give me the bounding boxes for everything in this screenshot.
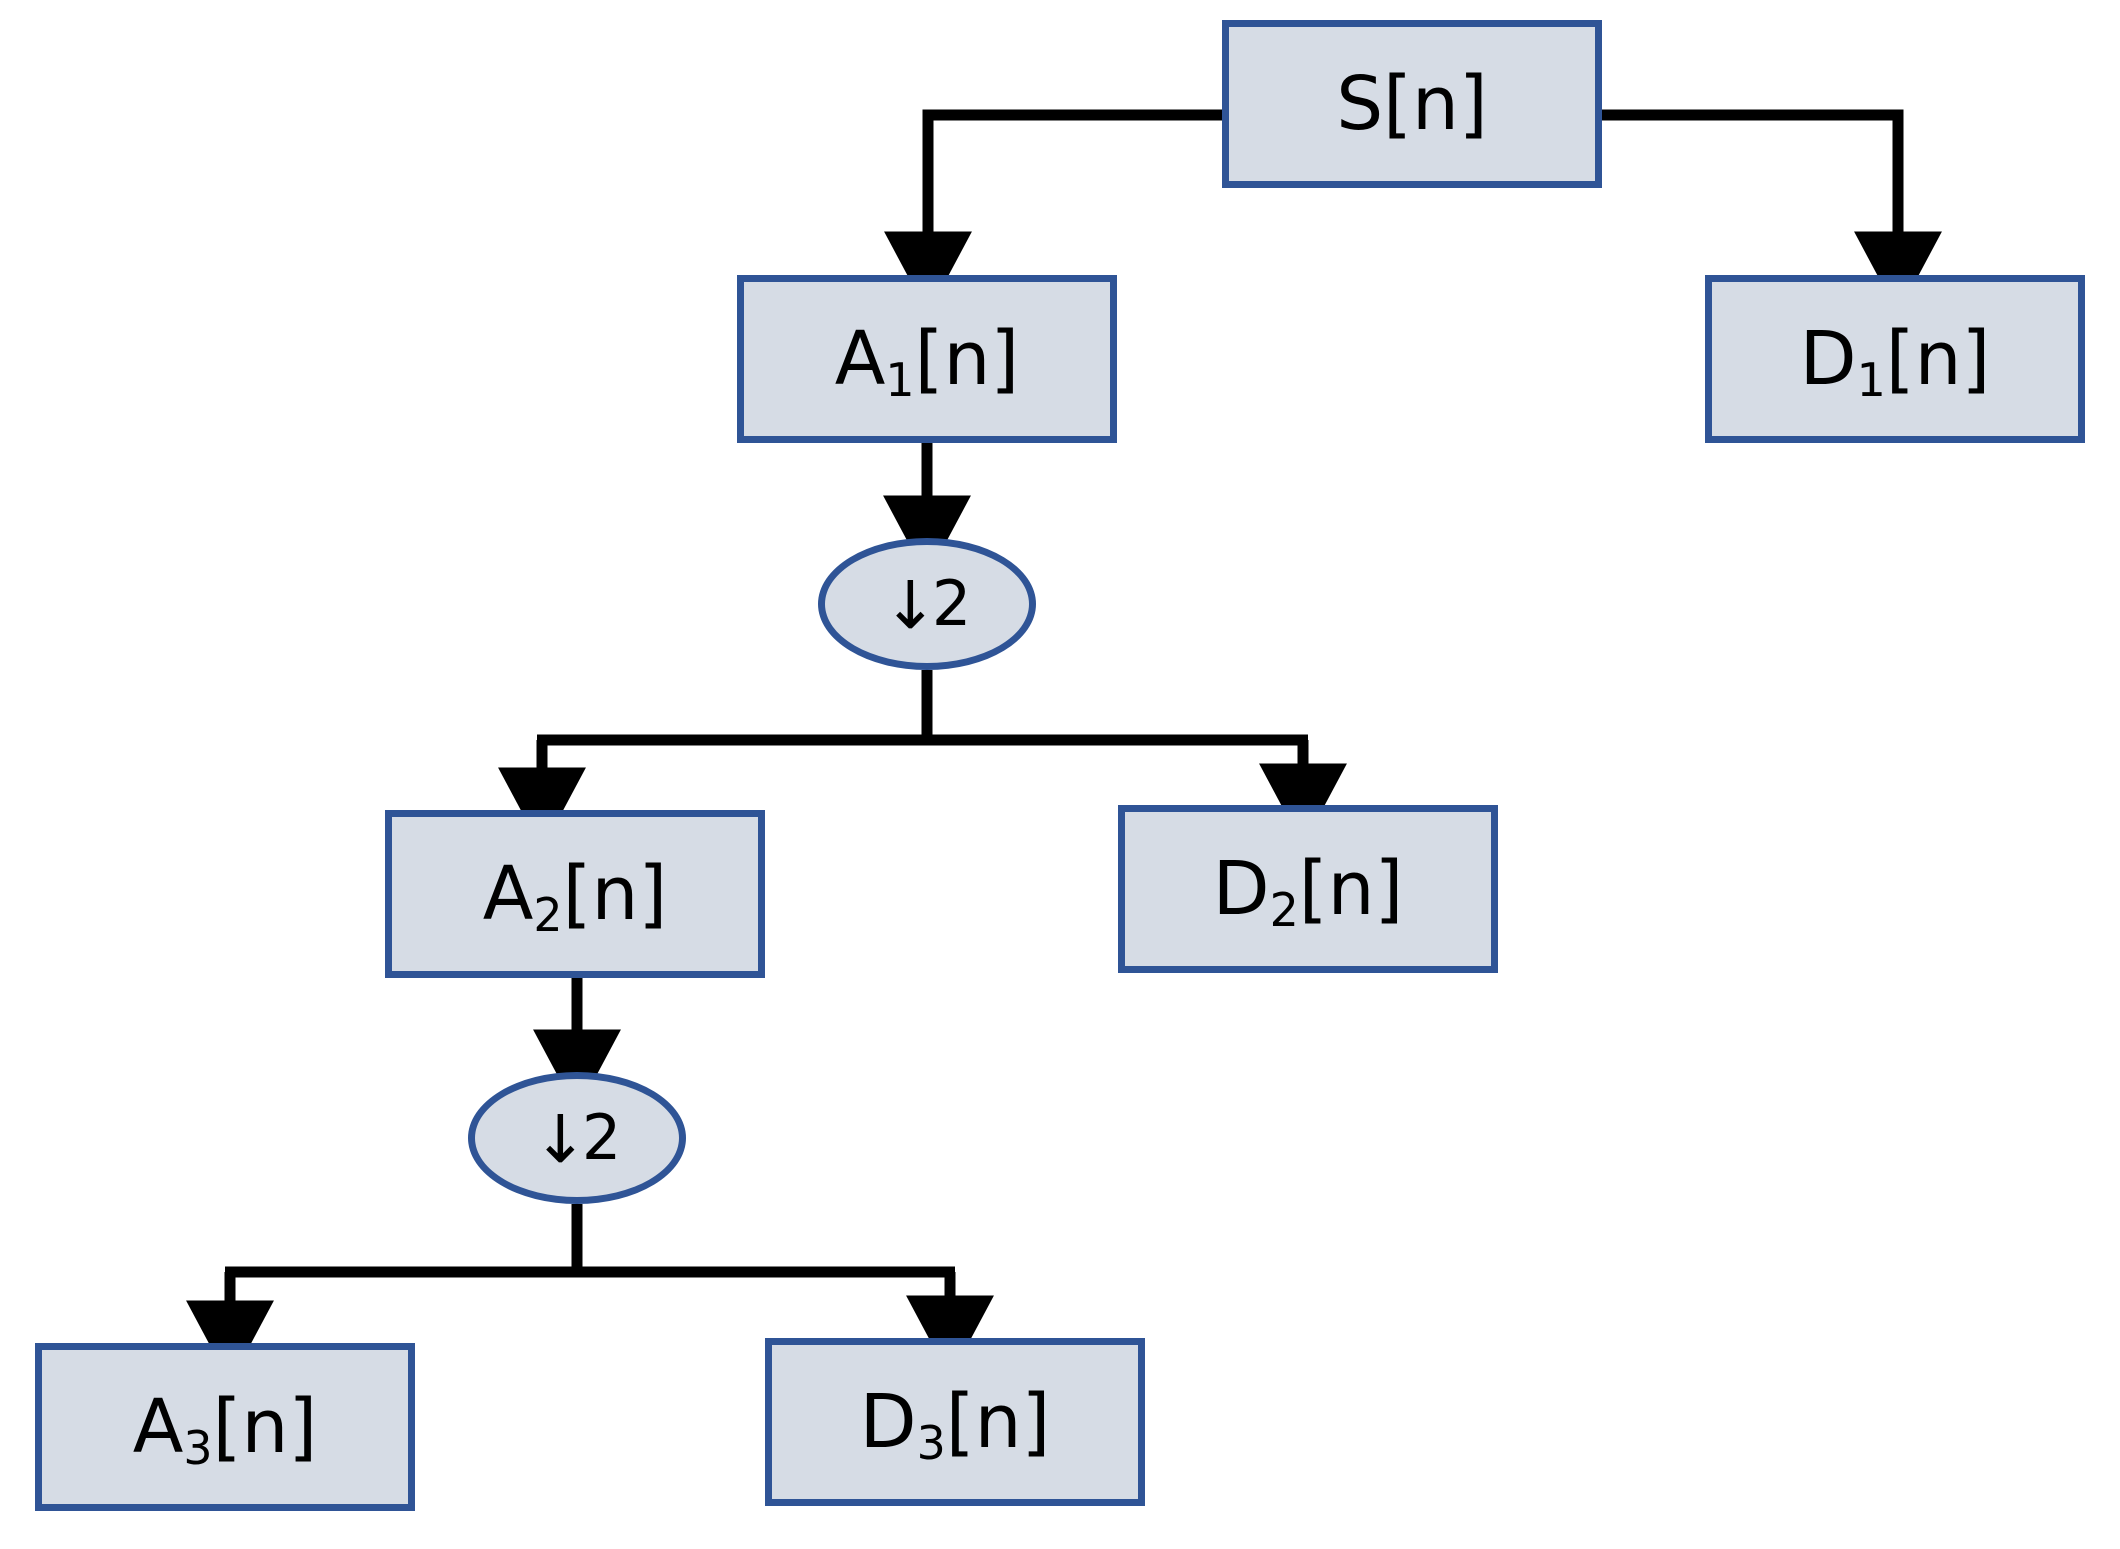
node-label-a3-subscript: 3 <box>183 1420 213 1475</box>
node-label-a2-base: A <box>482 851 534 937</box>
node-signal-s[interactable]: S[n] <box>1222 20 1602 188</box>
down-arrow-icon: ↓ <box>532 1101 588 1178</box>
node-label-a2: A2[n] <box>483 857 667 938</box>
node-label-a1-suffix: [n] <box>914 316 1020 402</box>
node-label-d3: D3[n] <box>860 1385 1051 1466</box>
node-approximation-a3[interactable]: A3[n] <box>35 1343 415 1511</box>
node-label-d3-suffix: [n] <box>945 1379 1051 1465</box>
node-label-a1: A1[n] <box>835 322 1019 403</box>
node-label-d3-subscript: 3 <box>916 1415 946 1470</box>
node-detail-d1[interactable]: D1[n] <box>1705 275 2085 443</box>
node-label-a1-subscript: 1 <box>885 352 915 407</box>
node-label-d1-base: D <box>1799 316 1857 402</box>
node-label-d2-base: D <box>1212 846 1270 932</box>
edge-s-to-a1 <box>884 109 1222 314</box>
downsample-label-2: ↓2 <box>532 1101 622 1178</box>
node-detail-d3[interactable]: D3[n] <box>765 1338 1145 1506</box>
node-label-d3-base: D <box>859 1379 917 1465</box>
downsample-factor-1: 2 <box>931 567 972 640</box>
node-label-s: S[n] <box>1336 61 1488 147</box>
node-downsampler-2[interactable]: ↓2 <box>468 1072 686 1204</box>
node-label-a3-suffix: [n] <box>212 1384 318 1470</box>
downsample-label-1: ↓2 <box>882 567 972 644</box>
node-approximation-a2[interactable]: A2[n] <box>385 810 765 978</box>
node-label-a2-suffix: [n] <box>562 851 668 937</box>
edge-s-to-d1 <box>1602 109 1942 314</box>
downsample-factor-2: 2 <box>581 1101 622 1174</box>
node-label-a1-base: A <box>834 316 886 402</box>
node-label-a3: A3[n] <box>133 1390 317 1471</box>
node-label-d1-subscript: 1 <box>1856 352 1886 407</box>
node-label-a2-subscript: 2 <box>533 887 563 942</box>
node-detail-d2[interactable]: D2[n] <box>1118 805 1498 973</box>
node-label-a3-base: A <box>132 1384 184 1470</box>
node-approximation-a1[interactable]: A1[n] <box>737 275 1117 443</box>
node-label-d2-suffix: [n] <box>1298 846 1404 932</box>
node-label-d1-suffix: [n] <box>1885 316 1991 402</box>
down-arrow-icon: ↓ <box>882 567 938 644</box>
node-downsampler-1[interactable]: ↓2 <box>818 538 1036 670</box>
node-label-d1: D1[n] <box>1800 322 1991 403</box>
node-label-d2-subscript: 2 <box>1269 882 1299 937</box>
node-label-d2: D2[n] <box>1213 852 1404 933</box>
